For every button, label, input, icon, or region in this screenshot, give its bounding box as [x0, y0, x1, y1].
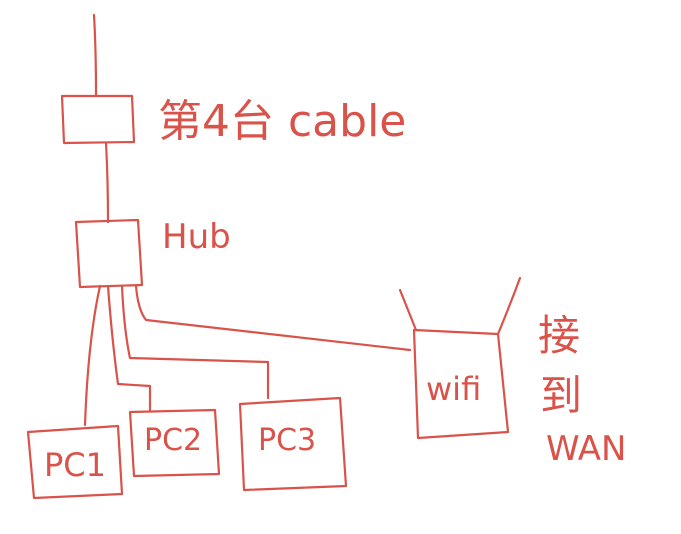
- cable-modem-box: [60, 94, 136, 145]
- hub-to-pc3-line: [120, 284, 270, 400]
- wifi-right-antenna: [496, 276, 522, 336]
- pc2-box: [128, 408, 221, 478]
- cable-modem-label: 第4台 cable: [158, 96, 406, 147]
- wifi-left-antenna: [398, 288, 418, 332]
- annotation-line3: WAN: [546, 429, 626, 469]
- hub-to-pc2-line: [106, 284, 152, 412]
- pc3-box: [238, 396, 348, 492]
- wifi-label: wifi: [426, 370, 481, 408]
- annotation-line2: 到: [540, 371, 582, 420]
- incoming-cable-line: [92, 13, 98, 97]
- modem-to-hub-line: [104, 141, 110, 224]
- hub-to-wifi-line: [134, 284, 412, 352]
- hub-to-pc1-line: [83, 284, 102, 427]
- pc2-label: PC2: [144, 423, 202, 458]
- hub-label: Hub: [162, 217, 231, 257]
- pc3-label: PC3: [258, 423, 316, 458]
- pc1-box: [26, 424, 124, 500]
- annotation-line1: 接: [538, 311, 580, 360]
- pc1-label: PC1: [44, 446, 106, 484]
- hub-box: [74, 218, 144, 289]
- wifi-box: [412, 328, 510, 440]
